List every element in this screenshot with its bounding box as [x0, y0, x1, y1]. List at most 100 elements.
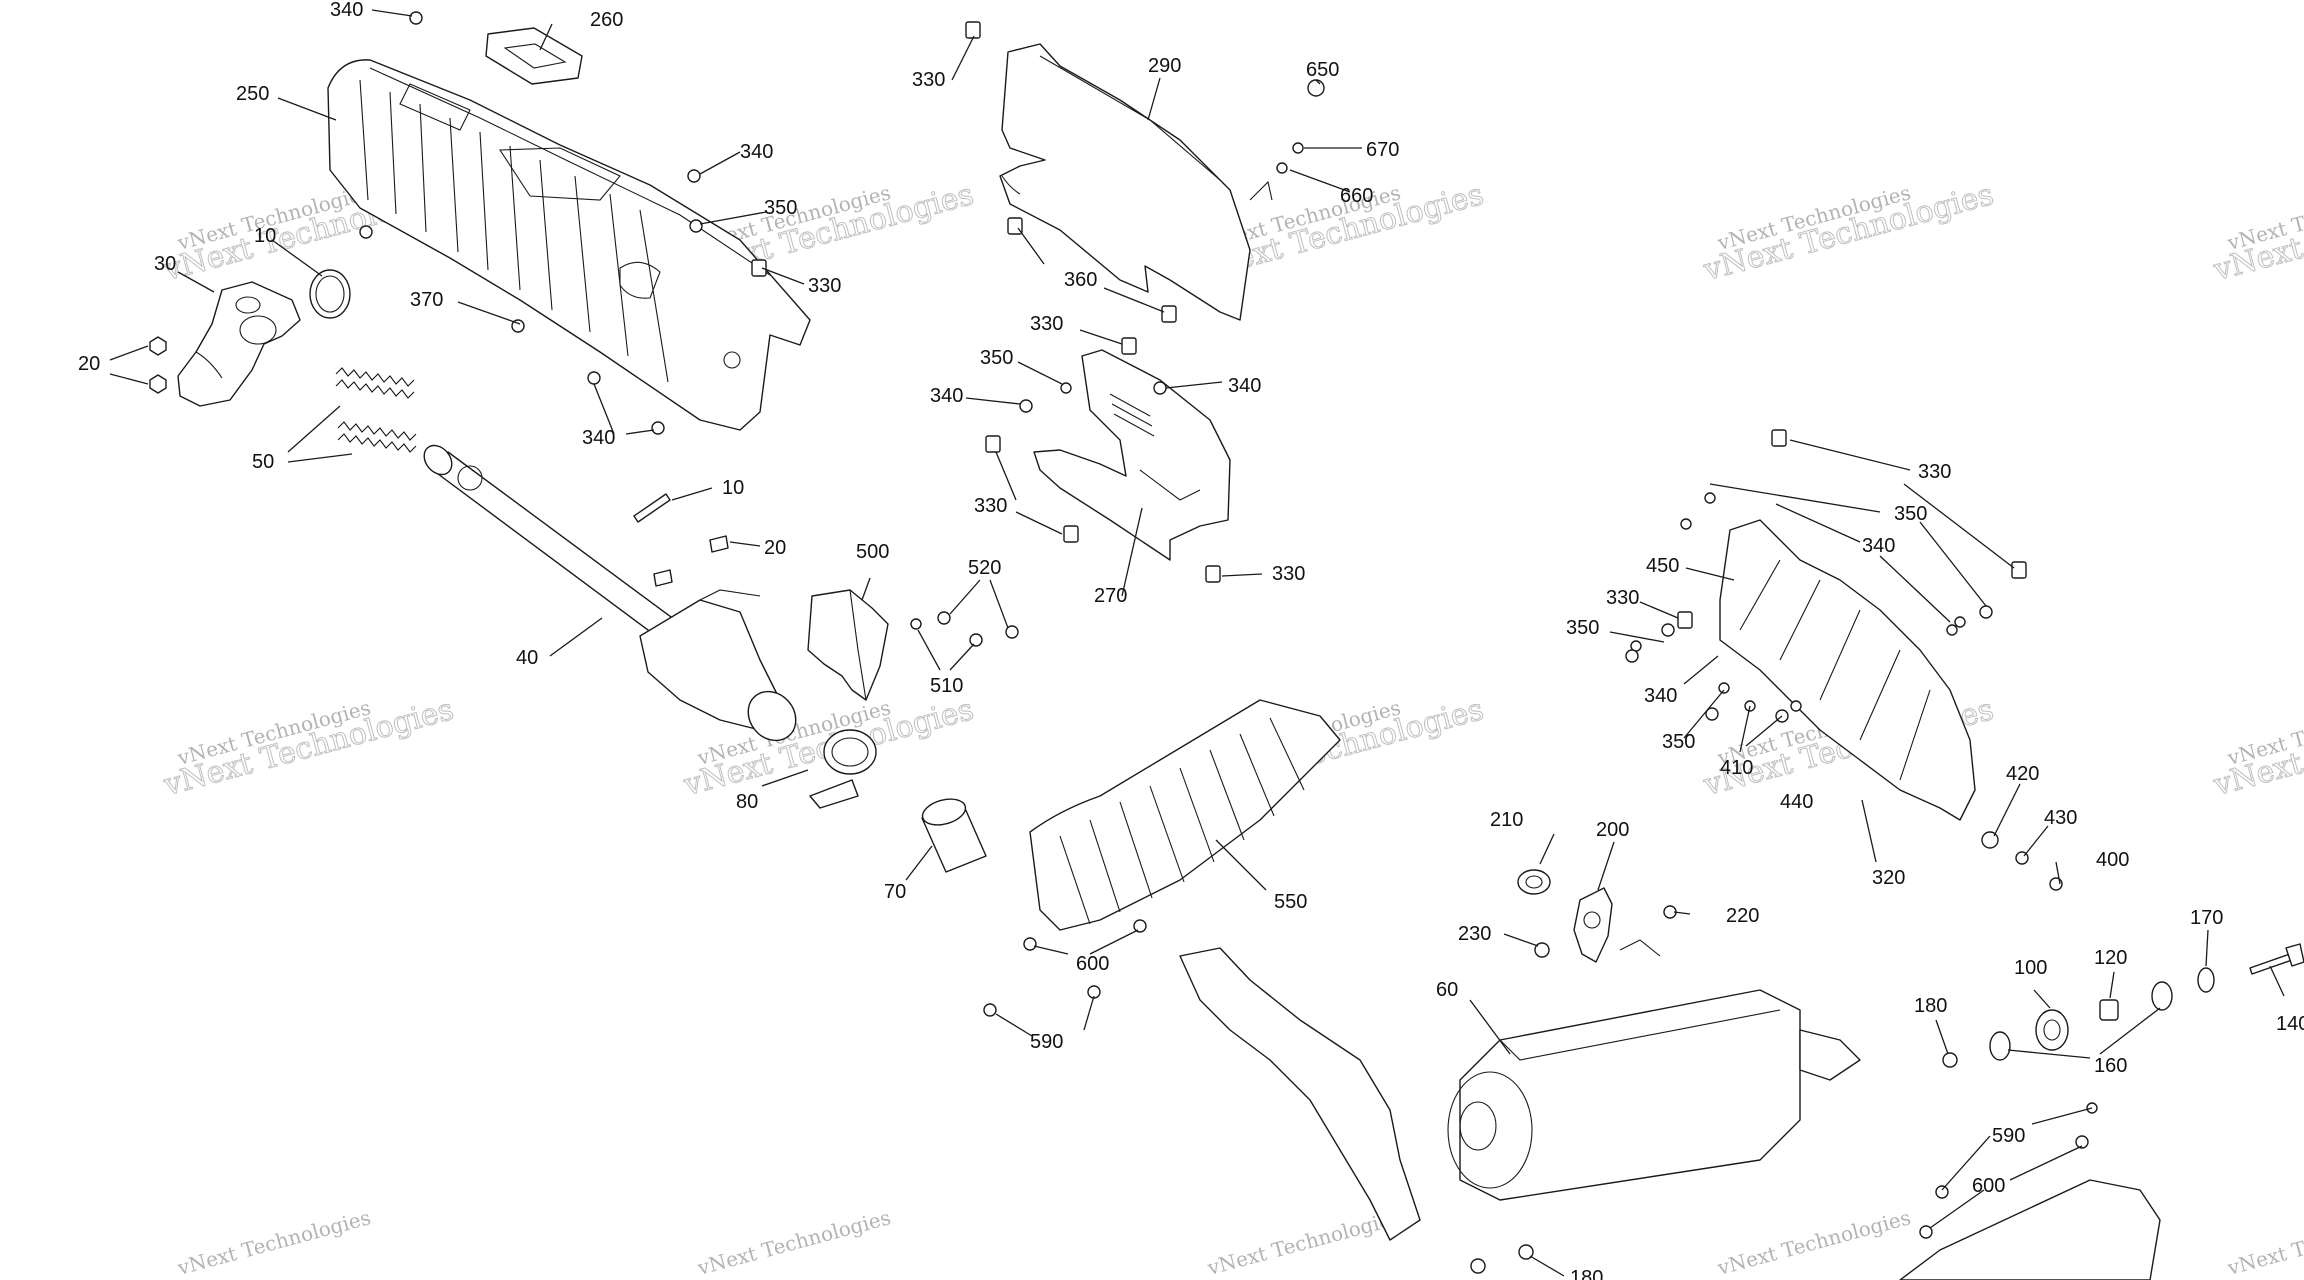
callout-350: 350 — [764, 197, 797, 219]
callout-510: 510 — [930, 675, 963, 697]
callout-330: 330 — [1606, 587, 1639, 609]
watermark: vNext Technologies vNext Technologies — [159, 692, 458, 804]
part-70-sleeve — [921, 798, 987, 873]
part-290-heat-shield — [999, 43, 1273, 321]
callout-660: 660 — [1340, 185, 1373, 207]
callout-80: 80 — [736, 791, 758, 813]
callout-20: 20 — [764, 537, 786, 559]
part-80-clamp — [809, 729, 877, 809]
watermark-text: vNext Technologies — [174, 1205, 373, 1280]
callout-340: 340 — [1228, 375, 1261, 397]
callout-500: 500 — [856, 541, 889, 563]
watermark-text: vNext Technologies — [1204, 1205, 1403, 1280]
callout-450: 450 — [1646, 555, 1679, 577]
part-260-plate — [485, 27, 583, 85]
callout-350: 350 — [1566, 617, 1599, 639]
watermark-text: vNext Technologies — [1714, 1205, 1913, 1280]
callout-670: 670 — [1366, 139, 1399, 161]
part-200-bracket — [1573, 887, 1613, 963]
fasteners — [359, 11, 2098, 1274]
callout-180: 180 — [1914, 995, 1947, 1017]
watermark: vNext Technologies vNext Technologies — [1699, 177, 1998, 289]
callout-200: 200 — [1596, 819, 1629, 841]
part-140-bolt — [2249, 943, 2304, 975]
callout-430: 430 — [2044, 807, 2077, 829]
callout-550: 550 — [1274, 891, 1307, 913]
callout-70: 70 — [884, 881, 906, 903]
part-320-heat-shield — [1719, 519, 1976, 821]
part-20-clips — [653, 535, 729, 587]
callout-30: 30 — [154, 253, 176, 275]
watermark: vNext Technologies — [694, 1205, 893, 1280]
part-30-manifold-elbow — [177, 281, 301, 407]
callout-350: 350 — [980, 347, 1013, 369]
callout-220: 220 — [1726, 905, 1759, 927]
callout-410: 410 — [1720, 757, 1753, 779]
watermark: vNext Technologies — [2224, 1205, 2304, 1280]
watermark-text: vNext Technologies — [694, 1205, 893, 1280]
part-160-washers — [1989, 981, 2173, 1061]
callout-250: 250 — [236, 83, 269, 105]
callout-440: 440 — [1780, 791, 1813, 813]
leader-lines — [109, 9, 2285, 1277]
part-250-heat-shield — [327, 59, 811, 431]
callout-330: 330 — [974, 495, 1007, 517]
part-500-bracket — [807, 589, 889, 701]
callout-350: 350 — [1662, 731, 1695, 753]
watermark: vNext Technologies — [1714, 1205, 1913, 1280]
callout-60: 60 — [1436, 979, 1458, 1001]
callout-420: 420 — [2006, 763, 2039, 785]
callout-360: 360 — [1064, 269, 1097, 291]
part-40-exhaust-pipe — [423, 444, 797, 742]
callout-520: 520 — [968, 557, 1001, 579]
part-10-gasket-ring — [309, 269, 351, 319]
callout-50: 50 — [252, 451, 274, 473]
callout-210: 210 — [1490, 809, 1523, 831]
callout-590: 590 — [1992, 1125, 2025, 1147]
callout-340: 340 — [740, 141, 773, 163]
callout-320: 320 — [1872, 867, 1905, 889]
callout-40: 40 — [516, 647, 538, 669]
watermark: vNext Technologies vNext Technologies — [2209, 177, 2304, 289]
callout-290: 290 — [1148, 55, 1181, 77]
callout-330: 330 — [1272, 563, 1305, 585]
watermark: vNext Technologies vNext Technologies — [2209, 692, 2304, 804]
callout-340: 340 — [1862, 535, 1895, 557]
callout-650: 650 — [1306, 59, 1339, 81]
callout-340: 340 — [930, 385, 963, 407]
callout-600: 600 — [1972, 1175, 2005, 1197]
callout-20: 20 — [78, 353, 100, 375]
callout-590: 590 — [1030, 1031, 1063, 1053]
callout-340: 340 — [1644, 685, 1677, 707]
callout-labels: 340 260 250 340 350 10 30 330 370 20 340… — [78, 0, 2304, 1280]
callout-330: 330 — [1030, 313, 1063, 335]
callout-160: 160 — [2094, 1055, 2127, 1077]
callout-340: 340 — [330, 0, 363, 21]
callout-230: 230 — [1458, 923, 1491, 945]
part-170-washer — [2197, 967, 2215, 993]
part-50-springs — [335, 367, 417, 453]
callout-120: 120 — [2094, 947, 2127, 969]
part-bottom-right-shield — [1899, 1179, 2161, 1280]
part-270-heat-shield — [1033, 349, 1231, 561]
callout-370: 370 — [410, 289, 443, 311]
callout-400: 400 — [2096, 849, 2129, 871]
callout-10: 10 — [722, 477, 744, 499]
callout-180: 180 — [1570, 1267, 1603, 1280]
part-10-gasket-strip — [633, 493, 671, 523]
callout-140: 140 — [2276, 1013, 2304, 1035]
callout-100: 100 — [2014, 957, 2047, 979]
part-60-muffler — [1179, 939, 1861, 1241]
callout-330: 330 — [808, 275, 841, 297]
callout-170: 170 — [2190, 907, 2223, 929]
part-120-sleeve — [2099, 999, 2119, 1021]
callout-330: 330 — [1918, 461, 1951, 483]
part-210-grommet — [1517, 869, 1551, 895]
callout-10: 10 — [254, 225, 276, 247]
callout-340: 340 — [582, 427, 615, 449]
watermark: vNext Technologies — [1204, 1205, 1403, 1280]
watermark: vNext Technologies — [174, 1205, 373, 1280]
watermark-text: vNext Technologies — [2224, 1205, 2304, 1280]
part-20-nuts — [149, 336, 167, 394]
